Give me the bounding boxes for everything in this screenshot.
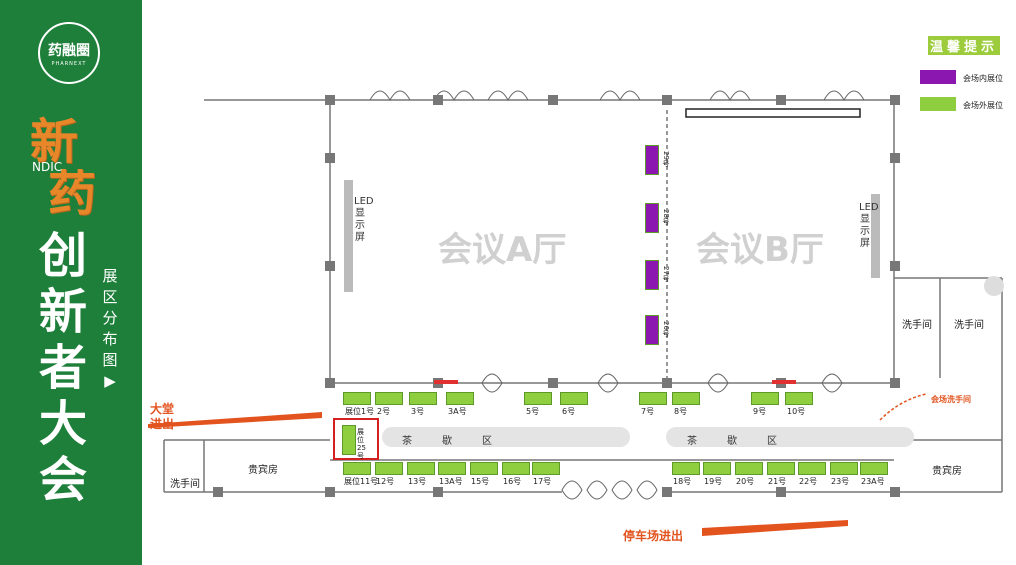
booth-inner	[645, 260, 659, 290]
booth-inner	[645, 145, 659, 175]
booth-bottom	[375, 462, 403, 475]
booth-top	[524, 392, 552, 405]
booth-inner-label: 27号	[662, 266, 670, 282]
logo: 药融圈 PHARNEXT	[38, 22, 100, 84]
booth-top	[751, 392, 779, 405]
booth-bottom	[470, 462, 498, 475]
booth-bottom	[343, 462, 371, 475]
booth-bottom	[735, 462, 763, 475]
booth-top-label: 3A号	[448, 407, 467, 416]
booth-bottom-label: 22号	[799, 477, 818, 486]
booth-top-label: 8号	[674, 407, 688, 416]
logo-name: 药融圈	[48, 43, 90, 59]
ndic-label: NDIC	[32, 160, 63, 174]
led-screen-right: LED显示屏	[859, 202, 879, 249]
legend-inner-label: 会场内展位	[963, 74, 1003, 83]
slogan-char-2: 药	[48, 166, 97, 222]
booth-top-label: 展位1号	[345, 407, 375, 416]
booth-top-label: 5号	[526, 407, 540, 416]
booth-top-label: 9号	[753, 407, 767, 416]
hall-b: 会议B厅	[696, 230, 824, 270]
led-screen-left: LED显示屏	[354, 196, 374, 243]
legend-outer-label: 会场外展位	[963, 101, 1003, 110]
booth-bottom	[860, 462, 888, 475]
booth-bottom-label: 13A号	[439, 477, 463, 486]
booth-top	[446, 392, 474, 405]
booth-top	[560, 392, 588, 405]
booth-bottom-label: 23A号	[861, 477, 885, 486]
venue-washroom: 会场洗手间	[931, 395, 971, 404]
booth-top	[375, 392, 403, 405]
logo-subname: PHARNEXT	[51, 61, 87, 67]
event-title: 创新者大会	[38, 228, 87, 508]
parking-entrance: 停车场进出	[623, 529, 684, 543]
booth-bottom-label: 21号	[768, 477, 787, 486]
booth-bottom-label: 16号	[503, 477, 522, 486]
booth-highlight	[342, 425, 356, 455]
booth-bottom	[798, 462, 826, 475]
booth-bottom-label: 19号	[704, 477, 723, 486]
booth-inner	[645, 203, 659, 233]
booth-top	[409, 392, 437, 405]
booth-top	[785, 392, 813, 405]
booth-inner-label: 28号	[662, 209, 670, 225]
vip-room-left: 贵宾房	[248, 465, 278, 476]
washroom-label-3: 洗手间	[170, 479, 200, 490]
booth-bottom	[438, 462, 466, 475]
booth-bottom-label: 20号	[736, 477, 755, 486]
booth-bottom	[407, 462, 435, 475]
booth-bottom	[703, 462, 731, 475]
legend-inner-swatch	[920, 70, 956, 84]
booth-top-label: 2号	[377, 407, 391, 416]
booth-inner-label: 29号	[662, 151, 670, 167]
booth-bottom-label: 18号	[673, 477, 692, 486]
floor-plan-walls	[148, 90, 1004, 536]
hall-a: 会议A厅	[438, 230, 567, 270]
booth-bottom-label: 23号	[831, 477, 850, 486]
booth-bottom-label: 15号	[471, 477, 490, 486]
booth-bottom-label: 13号	[408, 477, 427, 486]
booth-bottom-label: 17号	[533, 477, 552, 486]
booth-top	[343, 392, 371, 405]
booth-top-label: 10号	[787, 407, 806, 416]
booth-top	[639, 392, 667, 405]
booth-top-label: 6号	[562, 407, 576, 416]
booth-bottom	[767, 462, 795, 475]
booth-bottom	[830, 462, 858, 475]
washroom-label-1: 洗手间	[902, 320, 932, 331]
floor-plan: 会议A厅 会议B厅 LED显示屏 LED显示屏 茶歇区 茶歇区 洗手间 洗手间 …	[142, 0, 1016, 565]
legend-title: 温馨提示	[928, 36, 1001, 55]
booth-bottom-label: 展位11号	[344, 477, 379, 486]
booth-bottom	[502, 462, 530, 475]
booth-top-label: 3号	[411, 407, 425, 416]
tea-area-left: 茶歇区	[402, 436, 522, 447]
lobby-entrance: 大堂 进出	[150, 402, 175, 431]
legend-outer-swatch	[920, 97, 956, 111]
booth-inner	[645, 315, 659, 345]
booth-inner-label: 26号	[662, 321, 670, 337]
booth-top-label: 7号	[641, 407, 655, 416]
vip-room-right: 贵宾房	[932, 466, 962, 477]
brand-sidebar: 药融圈 PHARNEXT 新 药 NDIC 创新者大会 展区分布图 ▶	[0, 0, 142, 565]
tea-area-right: 茶歇区	[687, 436, 807, 447]
booth-highlight-label: 展位25号	[357, 428, 366, 460]
slogan-char-1: 新	[30, 114, 79, 170]
map-subtitle: 展区分布图 ▶	[102, 267, 118, 390]
washroom-label-2: 洗手间	[954, 320, 984, 331]
booth-bottom	[672, 462, 700, 475]
booth-bottom	[532, 462, 560, 475]
booth-top	[672, 392, 700, 405]
booth-bottom-label: 12号	[376, 477, 395, 486]
